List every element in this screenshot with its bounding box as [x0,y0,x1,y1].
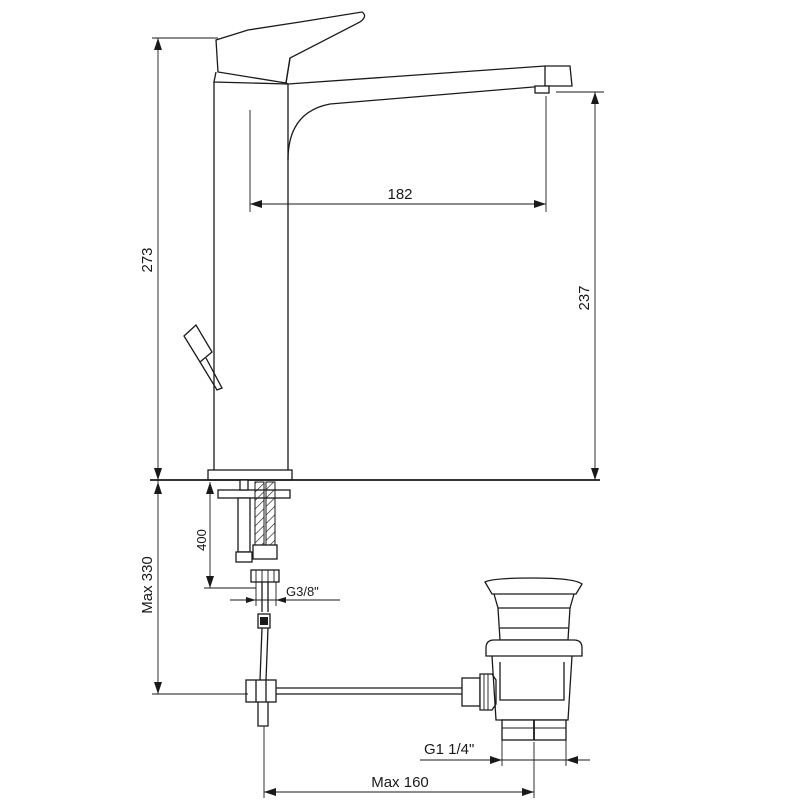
faucet-body [183,11,573,481]
flexible-hose-right [265,481,276,553]
dim-total-height: 273 [139,37,218,480]
flexible-hose-left [254,481,265,553]
dim-max-drain-reach: Max 160 [263,726,535,798]
dim-spout-reach: 182 [249,96,547,212]
dim-max-under-counter: Max 330 [139,480,248,695]
pop-up-waste [484,577,583,741]
dim-spout-height: 237 [556,91,604,480]
dim-spout-reach-label: 182 [387,186,412,203]
dim-max-drain-reach-label: Max 160 [371,774,429,791]
dim-waste-thread: G1 1/4" [420,740,590,766]
dim-waste-thread-label: G1 1/4" [424,741,474,758]
dim-max-under-counter-label: Max 330 [139,556,156,614]
pivot-rod [276,673,497,711]
dim-total-height-label: 273 [139,247,156,272]
dim-hose-thread: G3/8" [230,582,340,606]
dim-hose-thread-label: G3/8" [286,584,319,599]
dim-hose-length: 400 [194,482,256,589]
dim-spout-height-label: 237 [576,285,593,310]
mounting-hardware [217,479,291,727]
dim-hose-length-label: 400 [194,529,209,551]
